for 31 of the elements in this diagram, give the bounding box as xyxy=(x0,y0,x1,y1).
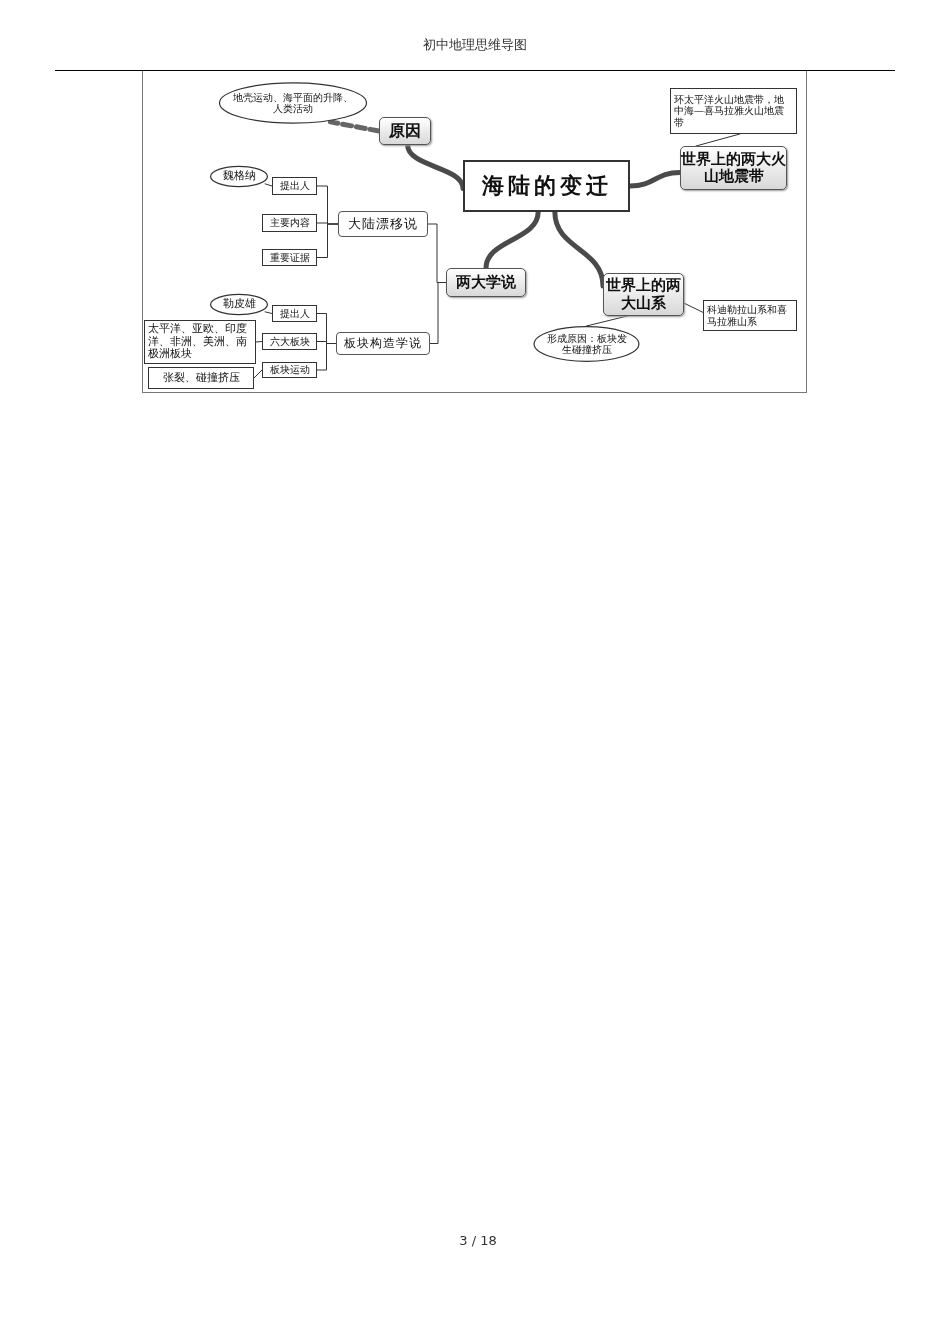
connector-line xyxy=(683,302,704,313)
branch-box: 世界上的两大山系 xyxy=(603,273,684,316)
connector-line xyxy=(264,311,273,314)
page-header: 初中地理思维导图 xyxy=(423,36,527,54)
thought-bubble: 地壳运动、海平面的升降、人类活动 xyxy=(218,82,368,124)
connector-line xyxy=(264,183,273,187)
connector-line xyxy=(695,133,741,147)
connector-line xyxy=(255,341,263,343)
callout-box: 环太平洋火山地震带，地中海—喜马拉雅火山地震带 xyxy=(670,88,797,134)
branch-box: 原因 xyxy=(379,117,431,145)
topic-box: 板块构造学说 xyxy=(336,332,430,355)
topic-box: 大陆漂移说 xyxy=(338,211,428,237)
callout-box: 张裂、碰撞挤压 xyxy=(148,367,254,389)
connector-line xyxy=(316,223,339,258)
connector-line xyxy=(586,315,628,327)
label-box: 提出人 xyxy=(272,177,317,195)
callout-bubble: 勒皮雄 xyxy=(210,294,268,315)
label-box: 提出人 xyxy=(272,305,317,322)
topic-box: 海陆的变迁 xyxy=(463,160,630,212)
connector-line xyxy=(316,343,337,371)
callout-box: 太平洋、亚欧、印度洋、非洲、美洲、南极洲板块 xyxy=(144,320,256,364)
branch-box: 世界上的两大火山地震带 xyxy=(680,146,787,190)
callout-box: 科迪勒拉山系和喜马拉雅山系 xyxy=(703,300,797,331)
label-box: 重要证据 xyxy=(262,249,317,266)
callout-bubble: 形成原因：板块发生碰撞挤压 xyxy=(533,326,640,362)
label-box: 板块运动 xyxy=(262,362,317,378)
branch-box: 两大学说 xyxy=(446,268,526,297)
label-box: 主要内容 xyxy=(262,214,317,232)
callout-bubble: 魏格纳 xyxy=(210,166,268,187)
label-box: 六大板块 xyxy=(262,333,317,350)
page-number: 3 / 18 xyxy=(459,1233,497,1248)
